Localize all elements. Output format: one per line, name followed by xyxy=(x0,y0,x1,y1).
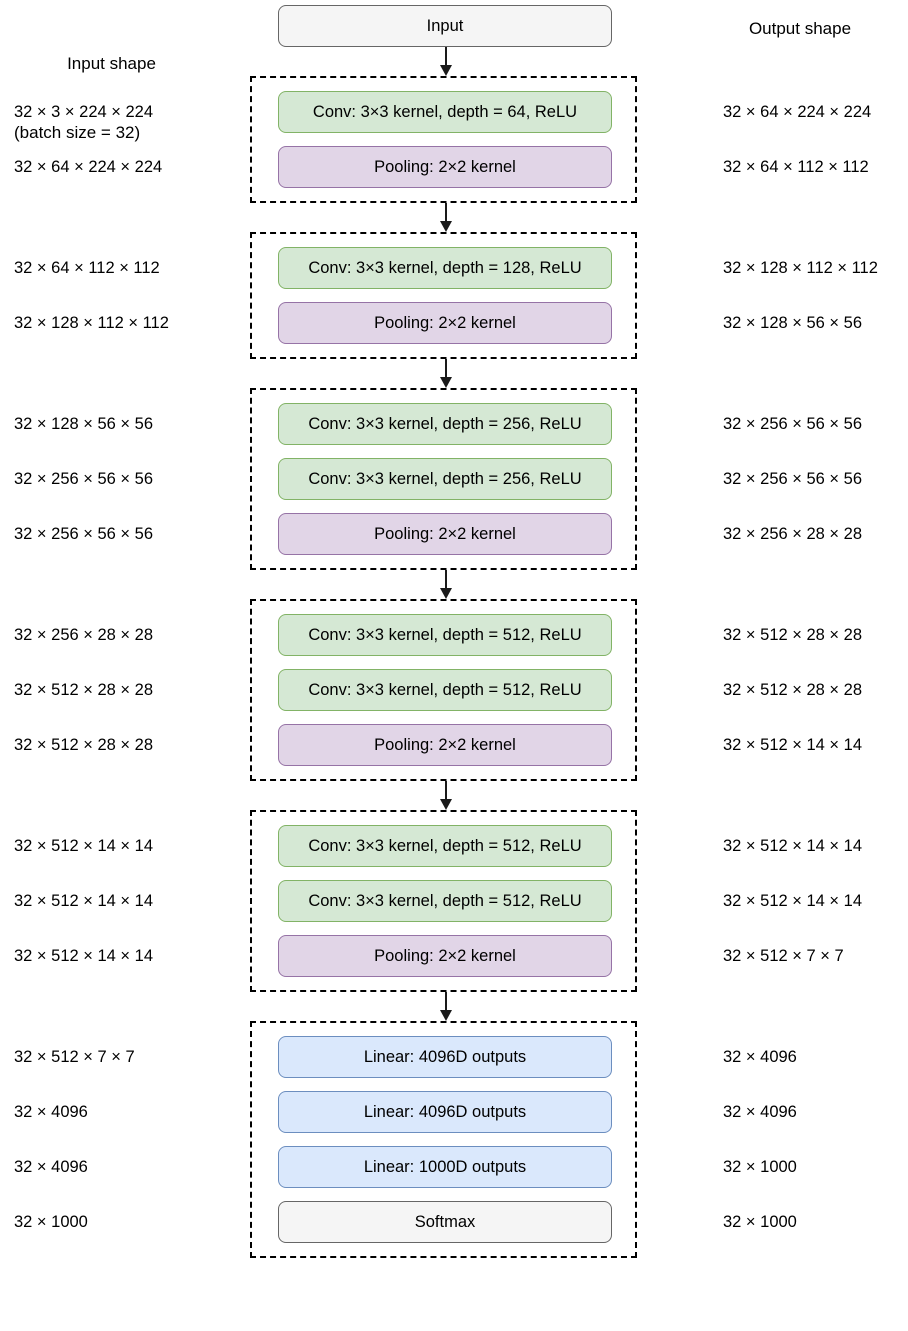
arrow-shaft xyxy=(445,570,447,589)
block-2-conv-0[interactable]: Conv: 3×3 kernel, depth = 128, ReLU xyxy=(278,247,612,289)
block-3-input-shape-1: 32 × 256 × 56 × 56 xyxy=(14,469,154,488)
block-6-output-shape-2: 32 × 1000 xyxy=(723,1157,797,1176)
input-shape-column-header: Input shape (batch size = 32) xyxy=(14,6,244,190)
block-6-linear-2[interactable]: Linear: 1000D outputs xyxy=(278,1146,612,1188)
flow-arrow xyxy=(440,570,452,599)
block-5-conv-0[interactable]: Conv: 3×3 kernel, depth = 512, ReLU xyxy=(278,825,612,867)
block-1-group xyxy=(250,76,637,203)
block-4-input-shape-1: 32 × 512 × 28 × 28 xyxy=(14,680,154,699)
block-1-output-shape-0: 32 × 64 × 224 × 224 xyxy=(723,102,872,121)
block-3-output-shape-2: 32 × 256 × 28 × 28 xyxy=(723,524,863,543)
block-2-input-shape-1: 32 × 128 × 112 × 112 xyxy=(14,313,169,332)
flow-arrow xyxy=(440,781,452,810)
input-node[interactable]: Input xyxy=(278,5,612,47)
block-6-group xyxy=(250,1021,637,1258)
block-5-input-shape-1: 32 × 512 × 14 × 14 xyxy=(14,891,154,910)
block-5-output-shape-0: 32 × 512 × 14 × 14 xyxy=(723,836,863,855)
arrow-head-icon xyxy=(440,1010,452,1021)
block-3-conv-0[interactable]: Conv: 3×3 kernel, depth = 256, ReLU xyxy=(278,403,612,445)
block-1-pool-1[interactable]: Pooling: 2×2 kernel xyxy=(278,146,612,188)
arrow-head-icon xyxy=(440,221,452,232)
block-4-output-shape-1: 32 × 512 × 28 × 28 xyxy=(723,680,863,699)
block-2-pool-1[interactable]: Pooling: 2×2 kernel xyxy=(278,302,612,344)
block-3-input-shape-0: 32 × 128 × 56 × 56 xyxy=(14,414,154,433)
output-shape-column-header: Output shape xyxy=(748,19,852,38)
flow-arrow xyxy=(440,203,452,232)
arrow-head-icon xyxy=(440,799,452,810)
block-5-pool-2[interactable]: Pooling: 2×2 kernel xyxy=(278,935,612,977)
block-4-output-shape-0: 32 × 512 × 28 × 28 xyxy=(723,625,863,644)
block-1-conv-0[interactable]: Conv: 3×3 kernel, depth = 64, ReLU xyxy=(278,91,612,133)
input-shape-header-line1: Input shape xyxy=(67,54,156,73)
block-6-linear-0[interactable]: Linear: 4096D outputs xyxy=(278,1036,612,1078)
block-5-group xyxy=(250,810,637,992)
block-5-output-shape-1: 32 × 512 × 14 × 14 xyxy=(723,891,863,910)
block-5-conv-1[interactable]: Conv: 3×3 kernel, depth = 512, ReLU xyxy=(278,880,612,922)
block-4-input-shape-0: 32 × 256 × 28 × 28 xyxy=(14,625,154,644)
block-3-conv-1[interactable]: Conv: 3×3 kernel, depth = 256, ReLU xyxy=(278,458,612,500)
arrow-shaft xyxy=(445,359,447,378)
block-4-conv-1[interactable]: Conv: 3×3 kernel, depth = 512, ReLU xyxy=(278,669,612,711)
arrow-head-icon xyxy=(440,377,452,388)
block-2-group xyxy=(250,232,637,359)
block-6-output-shape-1: 32 × 4096 xyxy=(723,1102,797,1121)
block-6-output-shape-3: 32 × 1000 xyxy=(723,1212,797,1231)
block-4-input-shape-2: 32 × 512 × 28 × 28 xyxy=(14,735,154,754)
block-1-input-shape-0: 32 × 3 × 224 × 224 xyxy=(14,102,154,121)
arrow-head-icon xyxy=(440,588,452,599)
arrow-shaft xyxy=(445,203,447,222)
block-6-plain-3[interactable]: Softmax xyxy=(278,1201,612,1243)
block-1-output-shape-1: 32 × 64 × 112 × 112 xyxy=(723,157,869,176)
block-4-pool-2[interactable]: Pooling: 2×2 kernel xyxy=(278,724,612,766)
block-5-output-shape-2: 32 × 512 × 7 × 7 xyxy=(723,946,844,965)
block-6-input-shape-0: 32 × 512 × 7 × 7 xyxy=(14,1047,135,1066)
block-2-output-shape-0: 32 × 128 × 112 × 112 xyxy=(723,258,878,277)
arrow-shaft xyxy=(445,992,447,1011)
block-6-input-shape-2: 32 × 4096 xyxy=(14,1157,88,1176)
block-5-input-shape-2: 32 × 512 × 14 × 14 xyxy=(14,946,154,965)
block-1-input-shape-1: 32 × 64 × 224 × 224 xyxy=(14,157,163,176)
block-3-pool-2[interactable]: Pooling: 2×2 kernel xyxy=(278,513,612,555)
input-shape-header-line2: (batch size = 32) xyxy=(14,123,141,142)
arrow-head-icon xyxy=(440,65,452,76)
block-6-output-shape-0: 32 × 4096 xyxy=(723,1047,797,1066)
block-6-input-shape-1: 32 × 4096 xyxy=(14,1102,88,1121)
block-6-input-shape-3: 32 × 1000 xyxy=(14,1212,88,1231)
block-6-linear-1[interactable]: Linear: 4096D outputs xyxy=(278,1091,612,1133)
block-3-group xyxy=(250,388,637,570)
block-3-input-shape-2: 32 × 256 × 56 × 56 xyxy=(14,524,154,543)
flow-arrow xyxy=(440,47,452,76)
block-4-output-shape-2: 32 × 512 × 14 × 14 xyxy=(723,735,863,754)
flow-arrow xyxy=(440,359,452,388)
flow-arrow xyxy=(440,992,452,1021)
block-3-output-shape-1: 32 × 256 × 56 × 56 xyxy=(723,469,863,488)
arrow-shaft xyxy=(445,781,447,800)
block-3-output-shape-0: 32 × 256 × 56 × 56 xyxy=(723,414,863,433)
block-2-output-shape-1: 32 × 128 × 56 × 56 xyxy=(723,313,863,332)
block-4-conv-0[interactable]: Conv: 3×3 kernel, depth = 512, ReLU xyxy=(278,614,612,656)
block-2-input-shape-0: 32 × 64 × 112 × 112 xyxy=(14,258,160,277)
arrow-shaft xyxy=(445,47,447,66)
block-4-group xyxy=(250,599,637,781)
block-5-input-shape-0: 32 × 512 × 14 × 14 xyxy=(14,836,154,855)
